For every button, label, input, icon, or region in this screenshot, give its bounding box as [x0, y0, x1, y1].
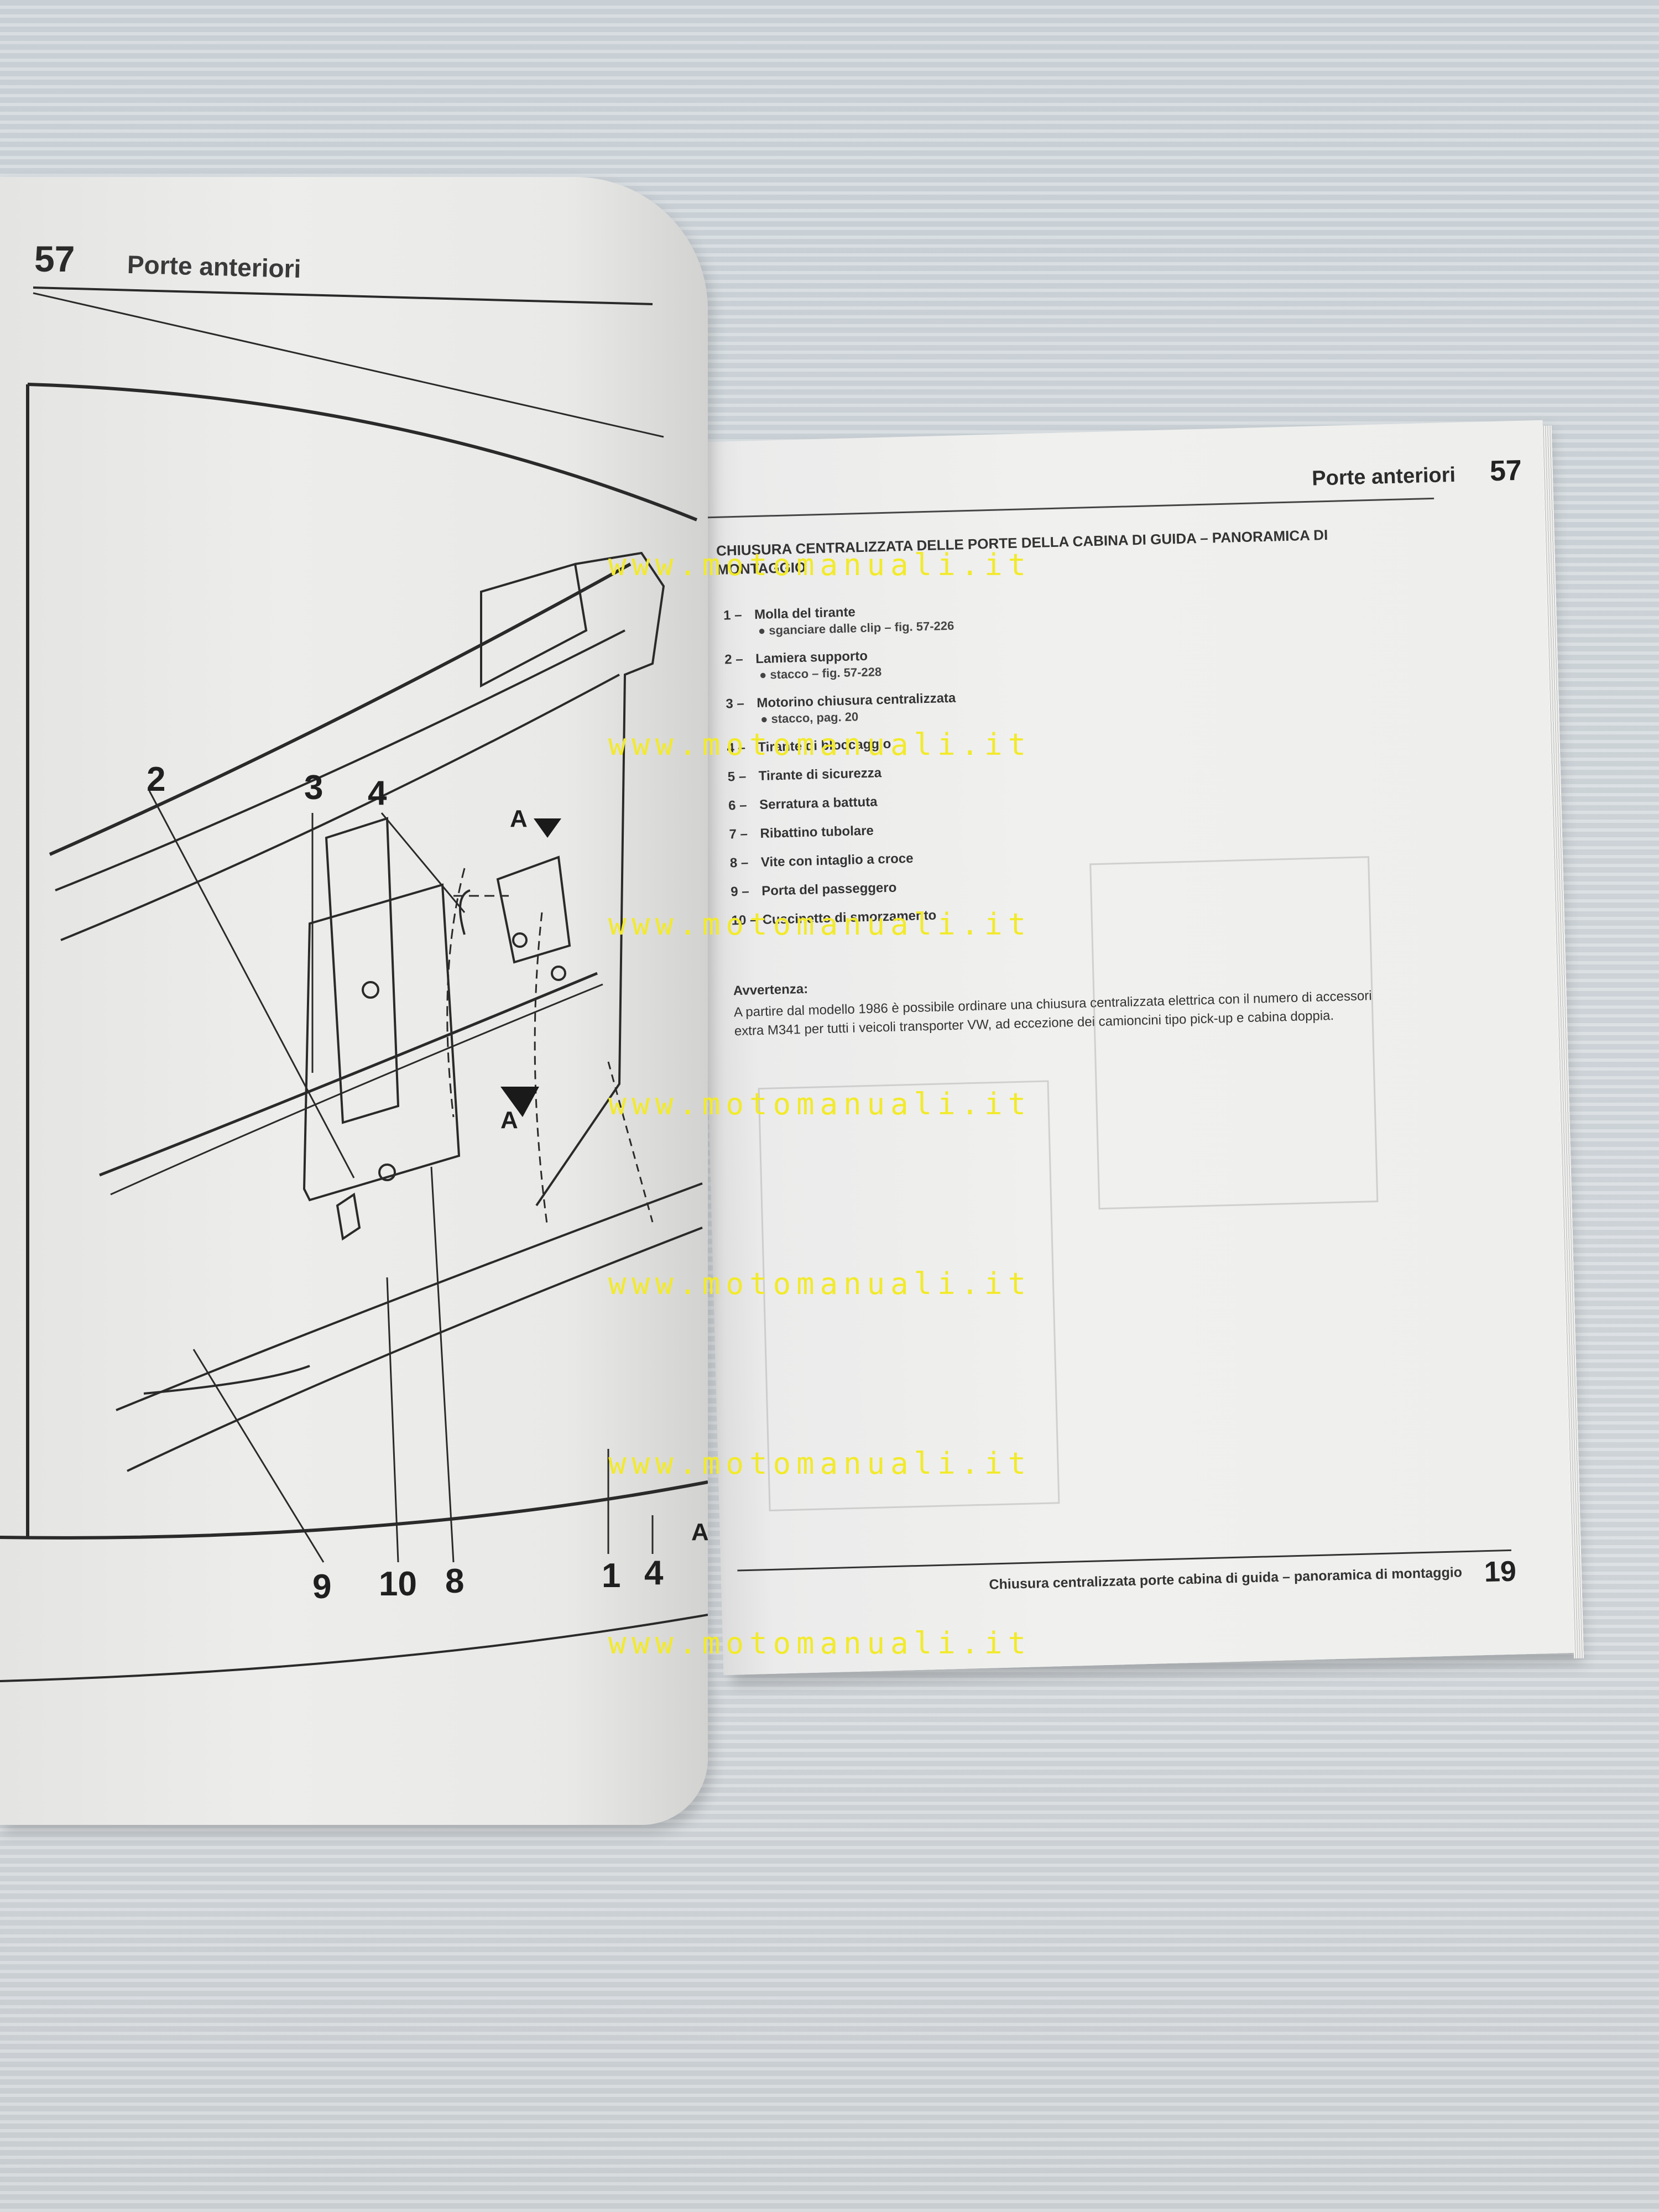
header-rule [33, 286, 653, 305]
callout-3: 3 [304, 769, 323, 807]
watermark: www.motomanuali.it [608, 1266, 1032, 1301]
cross-screw [378, 1164, 396, 1181]
legend-item: 5 –Tirante di sicurezza [727, 765, 882, 785]
right-page-section-title: Porte anteriori [1311, 463, 1456, 491]
callout-4b: 4 [644, 1554, 664, 1592]
watermark: www.motomanuali.it [608, 727, 1032, 762]
legend-item: 8 –Vite con intaglio a croce [729, 851, 914, 871]
page-number: 19 [1484, 1555, 1517, 1589]
figure-frame-bottom [0, 1480, 708, 1540]
callout-8: 8 [445, 1562, 464, 1600]
watermark: www.motomanuali.it [608, 1626, 1032, 1661]
door-lock-exploded-diagram: 2 3 4 9 10 8 1 4 A A A [0, 286, 708, 1682]
show-through-figure [1089, 856, 1379, 1210]
arrow-marker [500, 1087, 539, 1117]
legend-item: 7 –Ribattino tubolare [729, 823, 874, 842]
header-rule [693, 497, 1434, 519]
page-footer: Chiusura centralizzata porte cabina di g… [989, 1564, 1463, 1593]
watermark: www.motomanuali.it [608, 907, 1032, 942]
callout-2: 2 [147, 760, 165, 799]
legend-item: 9 –Porta del passeggero [730, 880, 897, 900]
callout-10: 10 [379, 1565, 417, 1603]
watermark: www.motomanuali.it [608, 547, 1032, 582]
parts-legend: 1 –Molla del tirante ● sganciare dalle c… [723, 597, 1119, 941]
legend-item: 3 –Motorino chiusura centralizzata ● sta… [726, 690, 956, 726]
arrow-marker [534, 818, 561, 838]
watermark: www.motomanuali.it [608, 1087, 1032, 1121]
legend-item: 1 –Molla del tirante ● sganciare dalle c… [723, 604, 954, 638]
arrow-label-a: A [500, 1107, 518, 1134]
legend-item: 2 –Lamiera supporto ● stacco – fig. 57-2… [724, 648, 882, 682]
callout-4: 4 [368, 774, 387, 812]
callout-1: 1 [602, 1557, 620, 1595]
locking-rod [99, 972, 598, 1177]
door-lock-pillar [535, 551, 665, 1207]
left-page: 57 Porte anteriori [0, 177, 708, 1825]
watermark: www.motomanuali.it [608, 1446, 1032, 1481]
cross-screw [362, 981, 379, 999]
right-page-header: Porte anteriori 57 [1178, 454, 1522, 507]
door-window-frame [49, 562, 632, 856]
callout-9: 9 [312, 1568, 331, 1606]
figure-frame-top [27, 383, 698, 521]
lock-motor [325, 817, 400, 1124]
arrow-label-a: A [510, 805, 528, 832]
header-rule-curve [33, 292, 664, 438]
page-rule-bottom [0, 1614, 708, 1682]
mounting-plate [302, 883, 461, 1202]
legend-item: 6 –Serratura a battuta [728, 794, 878, 813]
right-page-section-number: 57 [1489, 454, 1522, 488]
left-page-section-number: 57 [34, 238, 75, 279]
arrow-label-a: A [691, 1519, 708, 1546]
right-page: Porte anteriori 57 CHIUSURA CENTRALIZZAT… [691, 420, 1584, 1676]
